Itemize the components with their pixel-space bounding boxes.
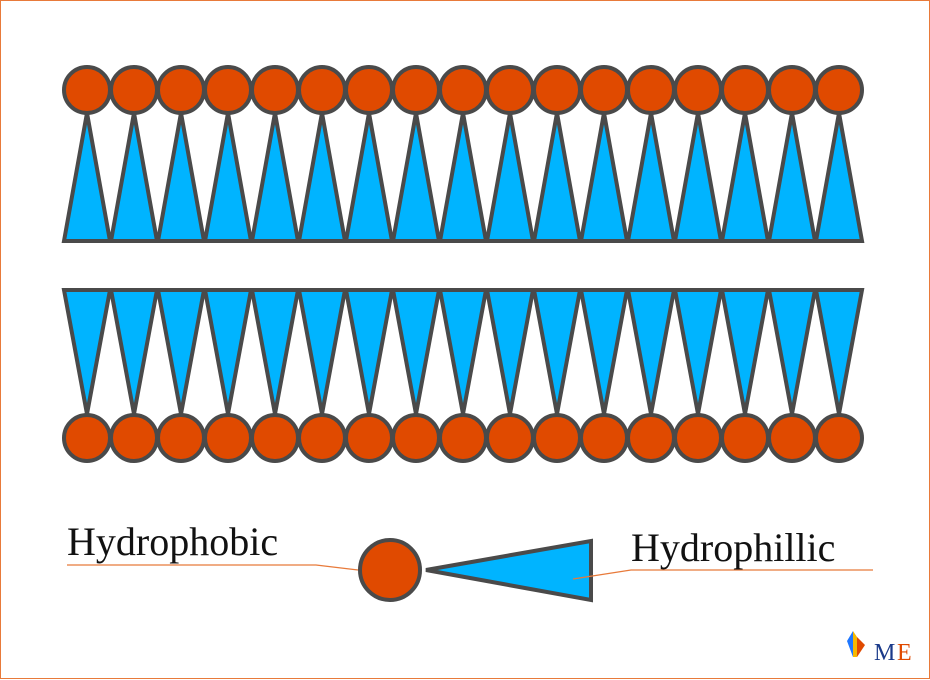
bottom-head-circle [579,413,629,463]
top-head-circle [626,65,676,115]
bottom-head-circle [62,413,112,463]
top-tail-triangle [202,112,254,243]
top-tail-triangle [484,112,536,243]
top-head-circle [485,65,535,115]
legend-head-circle [358,538,422,602]
top-head-circle [203,65,253,115]
bottom-tail-triangle [108,288,160,415]
top-head-circle [814,65,864,115]
top-head-circle [720,65,770,115]
bottom-head-circle [720,413,770,463]
top-head-circle [109,65,159,115]
tail-leader-line [572,569,873,580]
bottom-tail-triangle [202,288,254,415]
bottom-head-circle [344,413,394,463]
top-head-circle [250,65,300,115]
head-label-group: Hydrophobic [67,519,359,571]
bottom-head-circle [814,413,864,463]
logo-mark-icon [847,631,865,657]
bottom-head-circle [485,413,535,463]
bottom-head-circle [297,413,347,463]
top-tail-triangle [343,112,395,243]
top-tail-triangle [766,112,818,243]
top-head-circle [391,65,441,115]
top-lipid-layer [61,65,865,243]
top-tail-triangle [108,112,160,243]
bottom-tail-triangle [155,288,207,415]
bottom-tail-triangle [484,288,536,415]
top-tail-triangle [531,112,583,243]
logo-letter-e: E [897,640,912,666]
top-tail-triangle [296,112,348,243]
single-phospholipid-legend [358,538,593,603]
tail-label-group: Hydrophillic [572,525,873,580]
bottom-tail-triangle [437,288,489,415]
top-head-circle [297,65,347,115]
bottom-head-circle [109,413,159,463]
legend-tail-triangle [425,538,593,603]
bottom-head-circle [767,413,817,463]
bottom-head-circle [532,413,582,463]
top-head-circle [673,65,723,115]
top-head-circle [438,65,488,115]
bottom-tail-triangle [531,288,583,415]
top-tail-triangle [437,112,489,243]
top-tail-triangle [578,112,630,243]
top-tail-triangle [390,112,442,243]
bottom-tail-triangle [813,288,865,415]
top-tail-triangle [625,112,677,243]
bottom-tail-triangle [249,288,301,415]
logo: M E [847,631,912,666]
logo-letter-m: M [874,640,895,666]
bottom-head-circle [391,413,441,463]
bottom-tail-triangle [625,288,677,415]
top-tail-triangle [719,112,771,243]
top-head-circle [532,65,582,115]
top-tail-triangle [672,112,724,243]
bottom-head-circle [438,413,488,463]
bottom-tail-triangle [296,288,348,415]
top-head-circle [767,65,817,115]
head-leader-line [67,564,359,571]
bottom-head-circle [203,413,253,463]
tail-label: Hydrophillic [631,525,835,570]
top-tail-triangle [61,112,113,243]
bottom-head-circle [156,413,206,463]
top-tail-triangle [249,112,301,243]
top-head-circle [579,65,629,115]
bottom-tail-triangle [343,288,395,415]
bottom-head-circle [250,413,300,463]
bottom-tail-triangle [672,288,724,415]
top-tail-triangle [155,112,207,243]
top-head-circle [62,65,112,115]
top-head-circle [344,65,394,115]
bottom-tail-triangle [766,288,818,415]
top-tail-triangle [813,112,865,243]
bottom-head-circle [673,413,723,463]
bottom-tail-triangle [578,288,630,415]
bottom-head-circle [626,413,676,463]
head-label: Hydrophobic [67,519,278,564]
bottom-tail-triangle [390,288,442,415]
bottom-lipid-layer [61,288,865,463]
bottom-tail-triangle [61,288,113,415]
bottom-tail-triangle [719,288,771,415]
top-head-circle [156,65,206,115]
